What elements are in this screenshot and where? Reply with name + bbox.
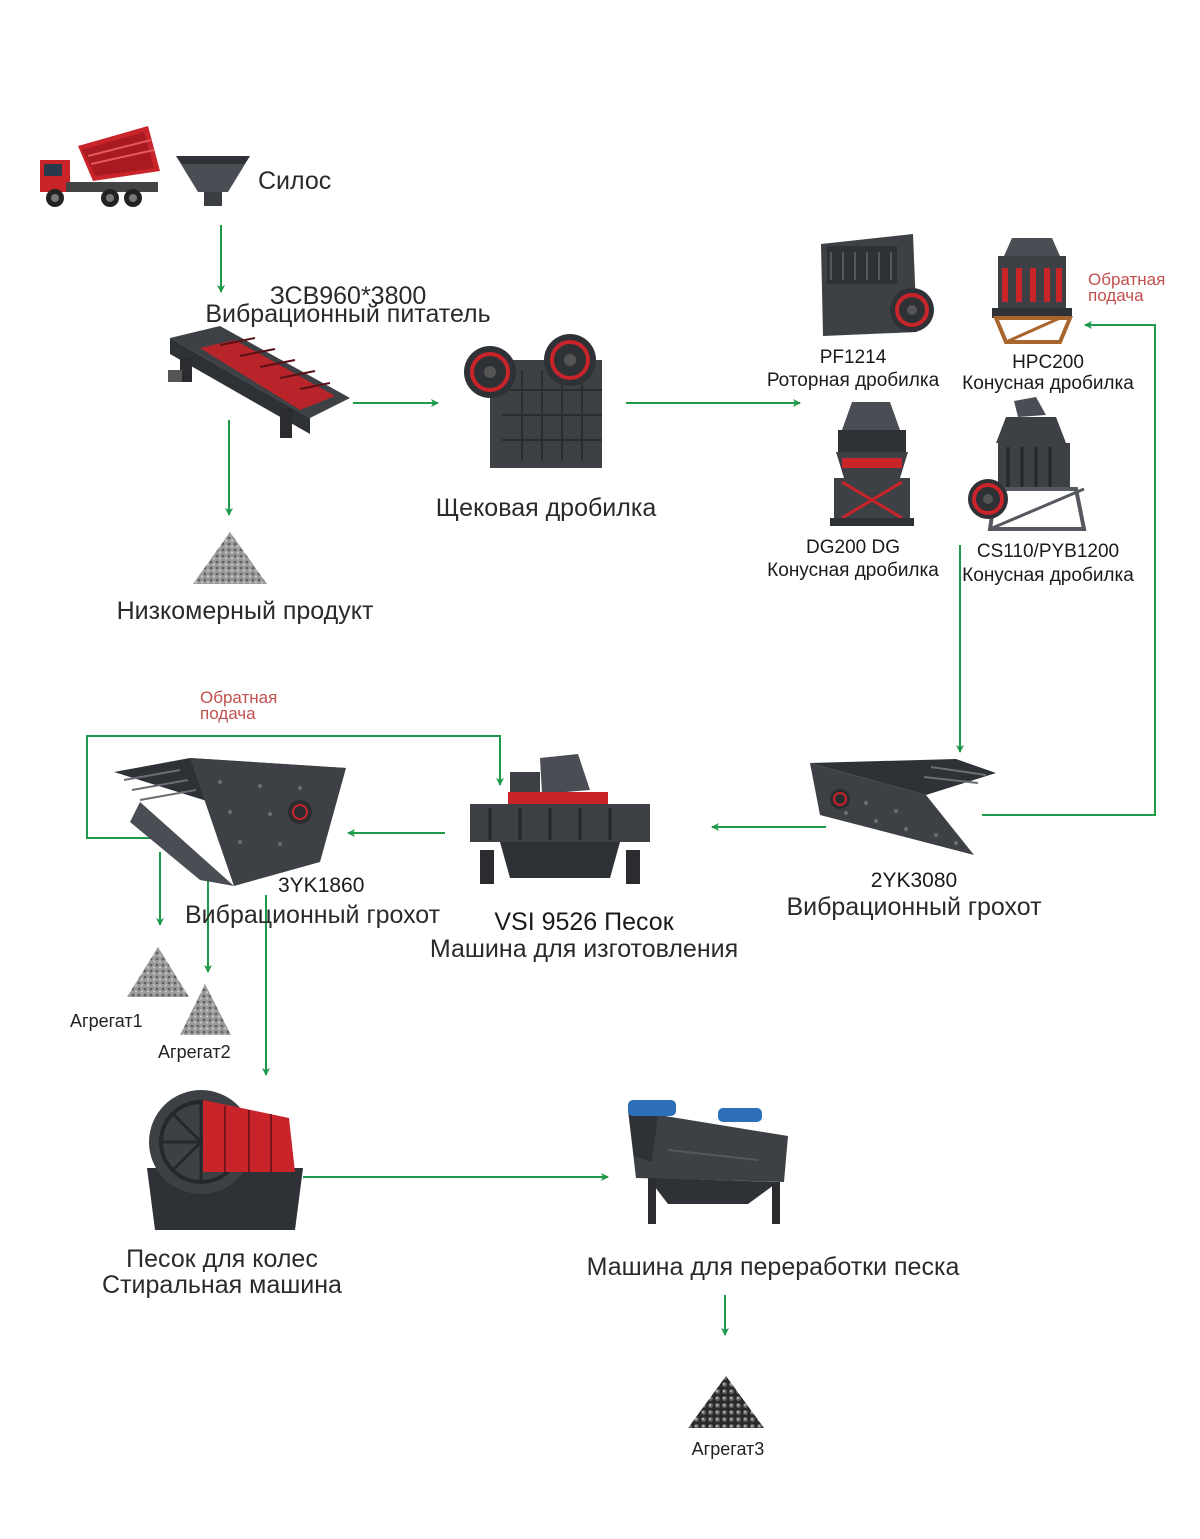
vibrating-feeder-icon — [168, 326, 350, 438]
sand-recycling-machine-icon — [628, 1100, 788, 1224]
vsi-sand-maker-icon — [470, 754, 650, 884]
silo-hopper-icon — [176, 156, 250, 206]
screen3-name-label: Вибрационный грохот — [185, 901, 441, 929]
dg-model-label: DG200 DG — [806, 537, 900, 558]
arrow-screen2-feedback-loop — [982, 321, 1156, 816]
hpc-model-label: HPC200 — [1012, 352, 1084, 373]
arrow-screen3-feedback-loop — [86, 735, 504, 839]
silo-label: Силос — [258, 167, 332, 195]
feedback-label-left: Обратная подача — [200, 688, 278, 724]
jaw-crusher-label: Щековая дробилка — [435, 494, 657, 522]
dump-truck-icon — [40, 126, 160, 207]
jaw-crusher-icon — [464, 334, 602, 468]
aggregate-pile-icon — [127, 947, 189, 997]
feeder-name-label: Вибрационный питатель — [205, 300, 491, 328]
feedback-label-top: Обратная подача — [1088, 270, 1166, 306]
washer-label-1: Песок для колес — [126, 1245, 318, 1273]
vibrating-screen-icon — [810, 759, 996, 855]
dg-name-label: Конусная дробилка — [767, 560, 939, 581]
dg-cone-crusher-icon — [830, 402, 914, 526]
cs-cone-crusher-icon — [968, 397, 1087, 531]
screen2-model-label: 2YK3080 — [870, 869, 958, 892]
vsi-title-label: VSI 9526 Песок — [494, 908, 674, 936]
hpc-name-label: Конусная дробилка — [962, 373, 1134, 394]
aggregate-pile-icon — [180, 984, 231, 1035]
pf-model-label: PF1214 — [819, 347, 887, 368]
pf-name-label: Роторная дробилка — [766, 370, 940, 391]
fines-label: Низкомерный продукт — [116, 597, 374, 625]
cs-model-label: CS110/PYB1200 — [976, 541, 1120, 562]
impact-crusher-icon — [821, 234, 934, 336]
aggregate1-label: Агрегат1 — [70, 1011, 143, 1031]
vsi-name-label: Машина для изготовления — [429, 935, 739, 963]
wheel-sand-washer-icon — [147, 1090, 303, 1230]
aggregate-pile-icon — [193, 532, 267, 584]
feeder-model-label: ЗСВ960*3800 — [269, 282, 427, 310]
hpc-cone-crusher-icon — [992, 238, 1073, 344]
vibrating-screen-icon — [114, 758, 346, 886]
aggregate2-label: Агрегат2 — [158, 1042, 231, 1062]
screen2-name-label: Вибрационный грохот — [786, 893, 1042, 921]
screen3-model-label: 3YK1860 — [278, 874, 365, 897]
aggregate3-label: Агрегат3 — [691, 1439, 765, 1459]
washer-label-2: Стиральная машина — [102, 1271, 342, 1299]
cs-name-label: Конусная дробилка — [962, 565, 1134, 586]
recycler-label: Машина для переработки песка — [586, 1253, 960, 1281]
aggregate-pile-icon — [688, 1376, 764, 1428]
